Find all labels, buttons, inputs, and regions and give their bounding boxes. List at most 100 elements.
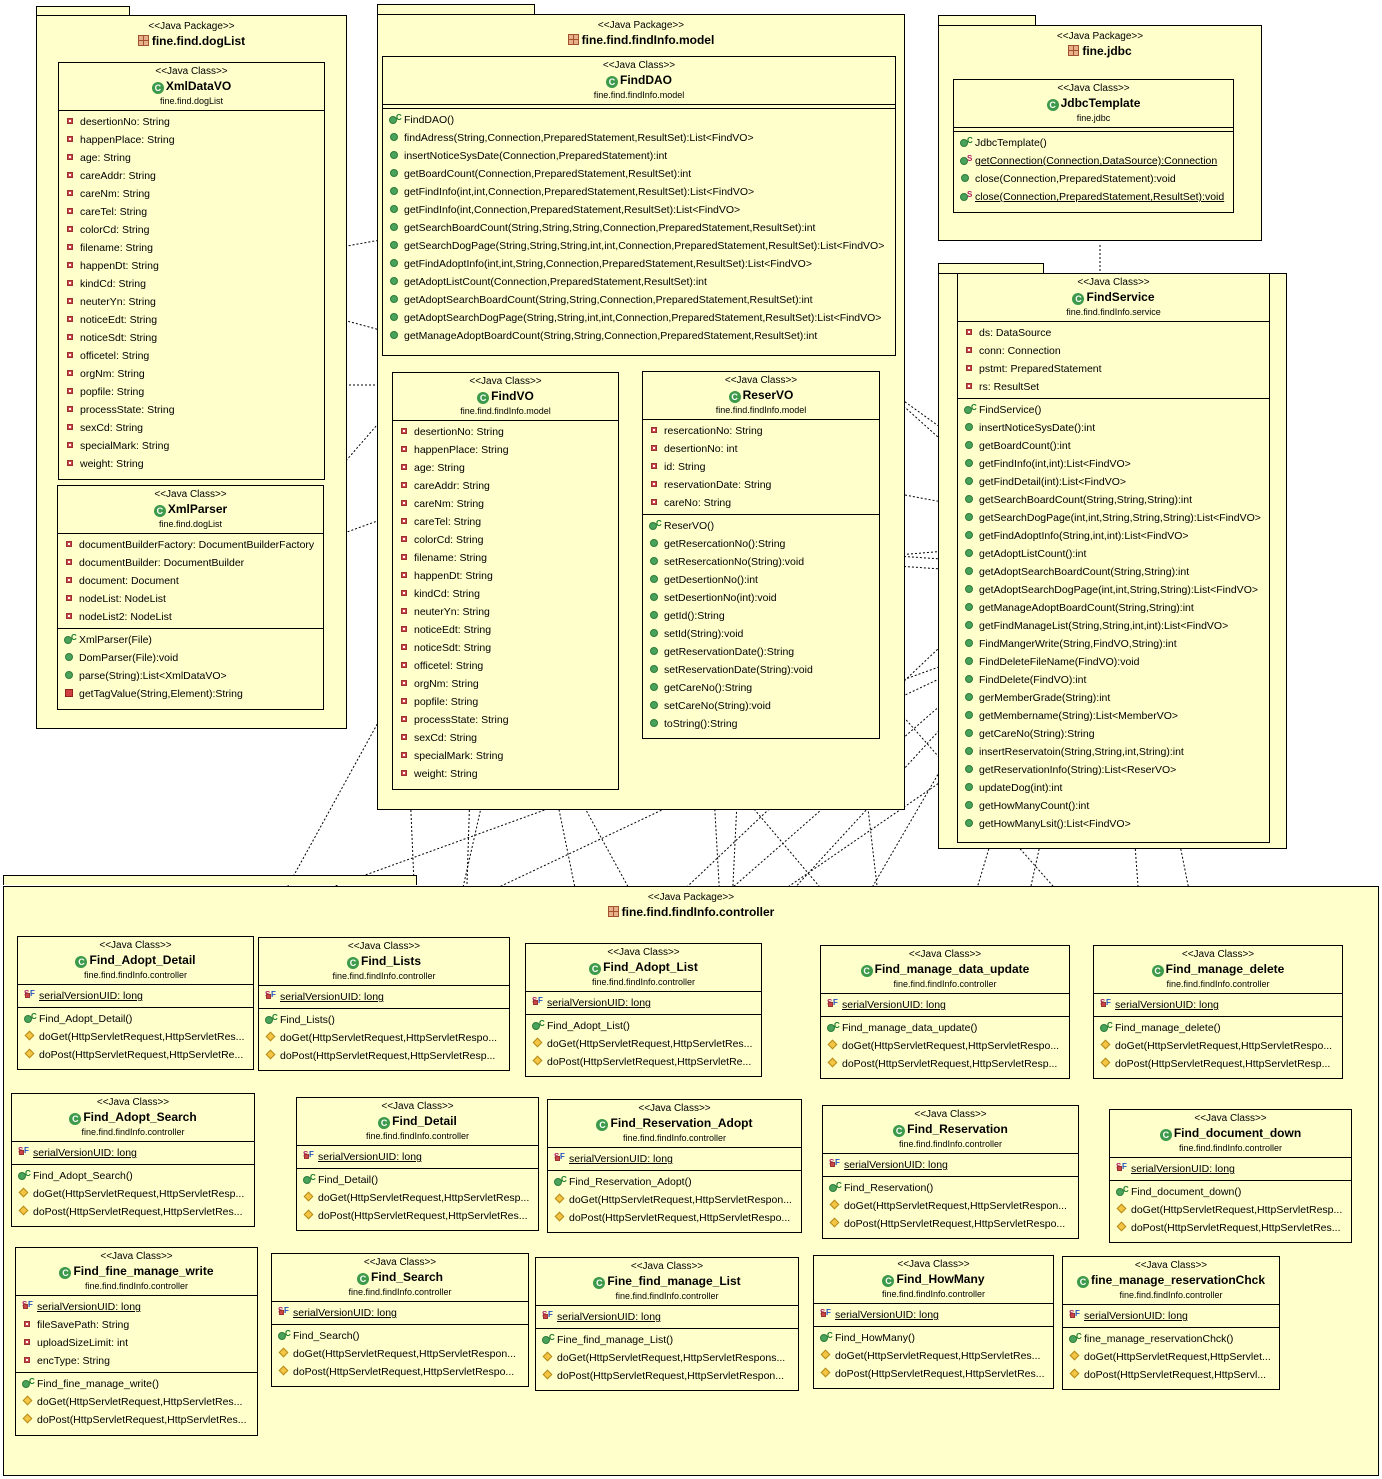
field-row[interactable]: orgNm: String xyxy=(393,675,618,693)
field-row[interactable]: desertionNo: String xyxy=(59,113,324,131)
method-row[interactable]: Find_Adopt_Detail() xyxy=(18,1010,253,1028)
field-row[interactable]: filename: String xyxy=(59,239,324,257)
method-row[interactable]: doGet(HttpServletRequest,HttpServletResp… xyxy=(548,1191,801,1209)
field-row[interactable]: careAddr: String xyxy=(59,167,324,185)
class-jdbctemplate[interactable]: <<Java Class>>CJdbcTemplatefine.jdbcJdbc… xyxy=(953,79,1234,213)
method-row[interactable]: getHowManyCount():int xyxy=(958,797,1269,815)
field-row[interactable]: filename: String xyxy=(393,549,618,567)
method-row[interactable]: Find_document_down() xyxy=(1110,1183,1351,1201)
method-row[interactable]: doGet(HttpServletRequest,HttpServletRes.… xyxy=(814,1347,1053,1365)
field-row[interactable]: age: String xyxy=(393,459,618,477)
method-row[interactable]: doGet(HttpServletRequest,HttpServlet... xyxy=(1063,1348,1279,1366)
method-row[interactable]: JdbcTemplate() xyxy=(954,134,1233,152)
method-row[interactable]: doPost(HttpServletRequest,HttpServletRes… xyxy=(1094,1055,1342,1073)
method-row[interactable]: doPost(HttpServletRequest,HttpServletRes… xyxy=(272,1363,528,1381)
method-row[interactable]: Find_Reservation() xyxy=(823,1179,1078,1197)
field-row[interactable]: careTel: String xyxy=(393,513,618,531)
method-row[interactable]: getAdoptSearchBoardCount(String,String,C… xyxy=(383,291,895,309)
field-row[interactable]: serialVersionUID: long xyxy=(16,1298,257,1316)
method-row[interactable]: doPost(HttpServletRequest,HttpServl... xyxy=(1063,1366,1279,1384)
field-row[interactable]: happenPlace: String xyxy=(393,441,618,459)
method-row[interactable]: insertNoticeSysDate():int xyxy=(958,419,1269,437)
field-row[interactable]: conn: Connection xyxy=(958,342,1269,360)
field-row[interactable]: serialVersionUID: long xyxy=(1094,996,1342,1014)
field-row[interactable]: nodeList2: NodeList xyxy=(58,608,323,626)
field-row[interactable]: encType: String xyxy=(16,1352,257,1370)
field-row[interactable]: desertionNo: int xyxy=(643,440,879,458)
field-row[interactable]: kindCd: String xyxy=(59,275,324,293)
field-row[interactable]: orgNm: String xyxy=(59,365,324,383)
field-row[interactable]: serialVersionUID: long xyxy=(821,996,1069,1014)
field-row[interactable]: officetel: String xyxy=(393,657,618,675)
field-row[interactable]: processState: String xyxy=(393,711,618,729)
method-row[interactable]: close(Connection,PreparedStatement):void xyxy=(954,170,1233,188)
field-row[interactable]: serialVersionUID: long xyxy=(823,1156,1078,1174)
method-row[interactable]: getResercationNo():String xyxy=(643,535,879,553)
field-row[interactable]: ds: DataSource xyxy=(958,324,1269,342)
method-row[interactable]: close(Connection,PreparedStatement,Resul… xyxy=(954,188,1233,206)
method-row[interactable]: getDesertionNo():int xyxy=(643,571,879,589)
method-row[interactable]: doGet(HttpServletRequest,HttpServletResp… xyxy=(1094,1037,1342,1055)
method-row[interactable]: FindService() xyxy=(958,401,1269,419)
field-row[interactable]: popfile: String xyxy=(393,693,618,711)
field-row[interactable]: rs: ResultSet xyxy=(958,378,1269,396)
field-row[interactable]: noticeEdt: String xyxy=(59,311,324,329)
method-row[interactable]: setId(String):void xyxy=(643,625,879,643)
method-row[interactable]: getAdoptSearchDogPage(String,String,int,… xyxy=(383,309,895,327)
field-row[interactable]: serialVersionUID: long xyxy=(1063,1307,1279,1325)
method-row[interactable]: setDesertionNo(int):void xyxy=(643,589,879,607)
method-row[interactable]: getFindDetail(int):List<FindVO> xyxy=(958,473,1269,491)
method-row[interactable]: Find_Search() xyxy=(272,1327,528,1345)
field-row[interactable]: kindCd: String xyxy=(393,585,618,603)
field-row[interactable]: neuterYn: String xyxy=(393,603,618,621)
field-row[interactable]: documentBuilderFactory: DocumentBuilderF… xyxy=(58,536,323,554)
field-row[interactable]: noticeEdt: String xyxy=(393,621,618,639)
field-row[interactable]: happenPlace: String xyxy=(59,131,324,149)
method-row[interactable]: getBoardCount():int xyxy=(958,437,1269,455)
method-row[interactable]: getFindInfo(int,Connection,PreparedState… xyxy=(383,201,895,219)
method-row[interactable]: setReservationDate(String):void xyxy=(643,661,879,679)
method-row[interactable]: Find_Adopt_List() xyxy=(526,1017,761,1035)
field-row[interactable]: serialVersionUID: long xyxy=(536,1308,798,1326)
method-row[interactable]: Find_Detail() xyxy=(297,1171,538,1189)
method-row[interactable]: DomParser(File):void xyxy=(58,649,323,667)
method-row[interactable]: doGet(HttpServletRequest,HttpServletResp… xyxy=(1110,1201,1351,1219)
field-row[interactable]: popfile: String xyxy=(59,383,324,401)
method-row[interactable]: toString():String xyxy=(643,715,879,733)
field-row[interactable]: serialVersionUID: long xyxy=(814,1306,1053,1324)
method-row[interactable]: Find_fine_manage_write() xyxy=(16,1375,257,1393)
method-row[interactable]: updateDog(int):int xyxy=(958,779,1269,797)
field-row[interactable]: serialVersionUID: long xyxy=(18,987,253,1005)
method-row[interactable]: getSearchBoardCount(String,String,String… xyxy=(383,219,895,237)
field-row[interactable]: serialVersionUID: long xyxy=(272,1304,528,1322)
method-row[interactable]: getBoardCount(Connection,PreparedStateme… xyxy=(383,165,895,183)
field-row[interactable]: weight: String xyxy=(393,765,618,783)
method-row[interactable]: getFindInfo(int,int):List<FindVO> xyxy=(958,455,1269,473)
method-row[interactable]: gerMemberGrade(String):int xyxy=(958,689,1269,707)
field-row[interactable]: happenDt: String xyxy=(59,257,324,275)
field-row[interactable]: serialVersionUID: long xyxy=(1110,1160,1351,1178)
field-row[interactable]: sexCd: String xyxy=(59,419,324,437)
method-row[interactable]: doGet(HttpServletRequest,HttpServletResp… xyxy=(272,1345,528,1363)
field-row[interactable]: documentBuilder: DocumentBuilder xyxy=(58,554,323,572)
method-row[interactable]: FindDeleteFileName(FindVO):void xyxy=(958,653,1269,671)
method-row[interactable]: getFindManageList(String,String,int,int)… xyxy=(958,617,1269,635)
method-row[interactable]: Find_Adopt_Search() xyxy=(12,1167,254,1185)
field-row[interactable]: serialVersionUID: long xyxy=(548,1150,801,1168)
field-row[interactable]: nodeList: NodeList xyxy=(58,590,323,608)
field-row[interactable]: careNm: String xyxy=(393,495,618,513)
method-row[interactable]: doGet(HttpServletRequest,HttpServletResp… xyxy=(297,1189,538,1207)
field-row[interactable]: document: Document xyxy=(58,572,323,590)
field-row[interactable]: noticeSdt: String xyxy=(59,329,324,347)
field-row[interactable]: neuterYn: String xyxy=(59,293,324,311)
field-row[interactable]: reservationDate: String xyxy=(643,476,879,494)
method-row[interactable]: insertReservatoin(String,String,int,Stri… xyxy=(958,743,1269,761)
method-row[interactable]: findAdress(String,Connection,PreparedSta… xyxy=(383,129,895,147)
